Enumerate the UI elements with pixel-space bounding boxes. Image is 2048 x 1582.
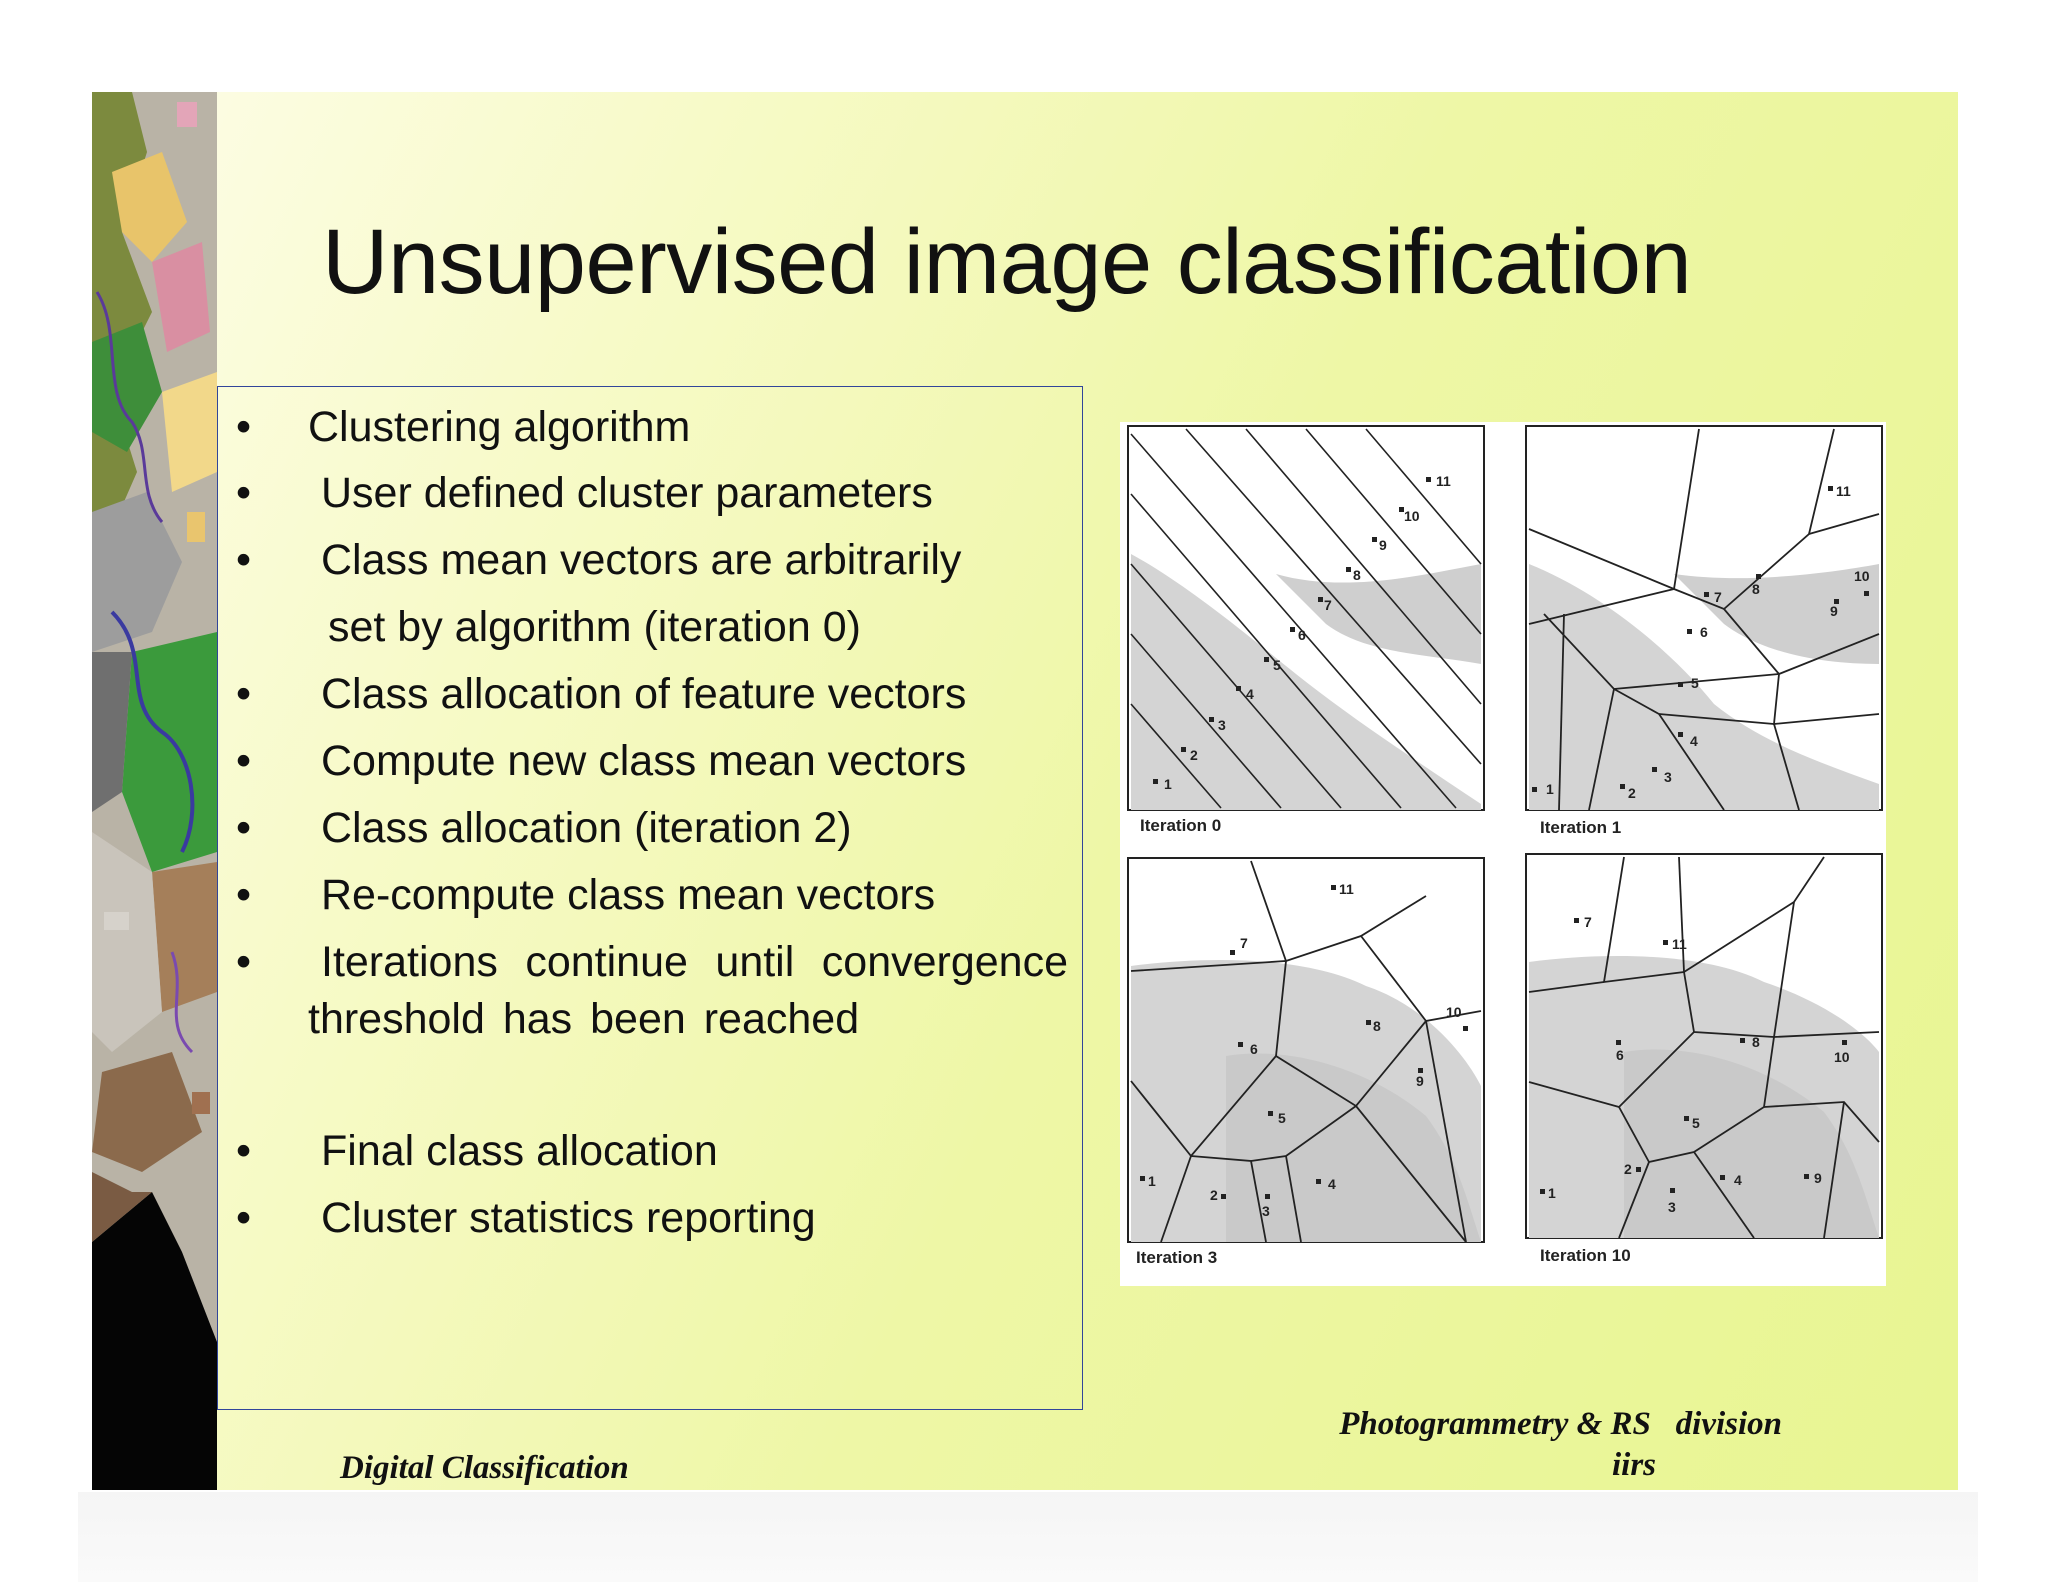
bullet-marker: • <box>236 1127 252 1175</box>
svg-text:9: 9 <box>1416 1073 1424 1089</box>
bullet-text: Class mean vectors are arbitrarily <box>321 536 962 584</box>
svg-text:10: 10 <box>1446 1004 1462 1020</box>
bullet-marker: • <box>236 469 252 517</box>
bullet-marker: • <box>236 737 252 785</box>
slide-title: Unsupervised image classification <box>322 211 1692 313</box>
svg-text:7: 7 <box>1584 914 1592 930</box>
svg-text:5: 5 <box>1278 1110 1286 1126</box>
panel-label: Iteration 3 <box>1136 1248 1218 1267</box>
iteration-figure: 1 2 3 4 5 6 7 8 9 10 11 Iteration 0 <box>1120 422 1886 1286</box>
bullet-text: Compute new class mean vectors <box>321 737 967 785</box>
bullet-text: User defined cluster parameters <box>321 469 933 517</box>
svg-text:5: 5 <box>1692 1115 1700 1131</box>
iteration-panel: 1 2 3 4 5 6 7 8 9 10 11 Iteration 10 <box>1524 852 1884 1265</box>
bullet-continuation: set by algorithm (iteration 0) <box>328 603 861 651</box>
bullet-marker: • <box>236 938 252 986</box>
panel-label: Iteration 10 <box>1540 1246 1631 1265</box>
svg-text:8: 8 <box>1752 1034 1760 1050</box>
svg-text:10: 10 <box>1834 1049 1850 1065</box>
satellite-map-strip <box>92 92 217 1490</box>
bullet-text-justified: Iterations continue until convergence th… <box>308 938 1068 1043</box>
svg-text:9: 9 <box>1830 603 1838 619</box>
footer-left: Digital Classification <box>340 1450 629 1486</box>
svg-text:2: 2 <box>1624 1161 1632 1177</box>
iteration-panel: 1 2 3 4 5 6 7 8 9 10 11 Iteration 0 <box>1126 424 1486 835</box>
panel-label: Iteration 0 <box>1140 816 1222 835</box>
svg-text:1: 1 <box>1546 781 1554 797</box>
svg-text:11: 11 <box>1836 483 1851 499</box>
svg-text:3: 3 <box>1664 769 1672 785</box>
bullet-marker: • <box>236 403 252 451</box>
svg-text:9: 9 <box>1814 1170 1822 1186</box>
svg-text:4: 4 <box>1246 686 1254 702</box>
svg-text:6: 6 <box>1700 624 1708 640</box>
svg-text:2: 2 <box>1210 1187 1218 1203</box>
bullet-text: Class allocation of feature vectors <box>321 670 967 718</box>
svg-text:2: 2 <box>1190 747 1198 763</box>
bullet-marker: • <box>236 804 252 852</box>
svg-text:11: 11 <box>1672 936 1687 952</box>
svg-text:1: 1 <box>1548 1185 1556 1201</box>
iteration-panel: 1 2 3 4 5 6 7 8 9 10 11 Iteration 3 <box>1126 856 1486 1267</box>
bullet-text: Cluster statistics reporting <box>321 1194 816 1242</box>
iteration-0-plot: 1 2 3 4 5 6 7 8 9 10 11 <box>1127 425 1485 811</box>
svg-text:8: 8 <box>1353 567 1361 583</box>
svg-text:6: 6 <box>1298 627 1306 643</box>
footer-right-line2: iirs <box>1612 1447 1657 1483</box>
bullet-box: • Clustering algorithm • User defined cl… <box>217 386 1083 1410</box>
footer-right-line1: Photogrammetry & RS division <box>1339 1406 1782 1442</box>
svg-text:3: 3 <box>1668 1199 1676 1215</box>
slide: Unsupervised image classification • Clus… <box>92 92 1958 1490</box>
svg-text:11: 11 <box>1436 473 1451 489</box>
page-bottom-shade <box>78 1492 1978 1582</box>
svg-text:5: 5 <box>1691 675 1699 691</box>
iteration-3-plot: 1 2 3 4 5 6 7 8 9 10 11 <box>1127 857 1485 1243</box>
bullet-marker: • <box>236 1194 252 1242</box>
svg-text:4: 4 <box>1690 733 1698 749</box>
panel-label: Iteration 1 <box>1540 818 1622 837</box>
svg-text:8: 8 <box>1752 581 1760 597</box>
svg-text:3: 3 <box>1262 1203 1270 1219</box>
svg-text:4: 4 <box>1734 1172 1742 1188</box>
bullet-marker: • <box>236 670 252 718</box>
iteration-10-plot: 1 2 3 4 5 6 7 8 9 10 11 <box>1525 853 1883 1239</box>
svg-text:7: 7 <box>1714 589 1722 605</box>
svg-text:7: 7 <box>1240 935 1248 951</box>
bullet-text: Class allocation (iteration 2) <box>321 804 852 852</box>
svg-text:1: 1 <box>1164 776 1172 792</box>
iteration-panel: 1 2 3 4 5 6 7 8 9 10 11 Iteration 1 <box>1524 424 1884 837</box>
bullet-text: Final class allocation <box>321 1127 718 1175</box>
bullet-marker: • <box>236 871 252 919</box>
svg-text:4: 4 <box>1328 1176 1336 1192</box>
svg-text:8: 8 <box>1373 1018 1381 1034</box>
svg-text:5: 5 <box>1273 657 1281 673</box>
svg-text:2: 2 <box>1628 785 1636 801</box>
bullet-text: Re-compute class mean vectors <box>321 871 936 919</box>
svg-text:6: 6 <box>1616 1047 1624 1063</box>
svg-text:10: 10 <box>1404 508 1420 524</box>
svg-text:9: 9 <box>1379 537 1387 553</box>
svg-text:6: 6 <box>1250 1041 1258 1057</box>
svg-text:11: 11 <box>1339 881 1354 897</box>
svg-text:10: 10 <box>1854 568 1870 584</box>
svg-text:7: 7 <box>1324 597 1332 613</box>
bullet-text: Clustering algorithm <box>308 403 691 451</box>
bullet-marker: • <box>236 536 252 584</box>
iteration-1-plot: 1 2 3 4 5 6 7 8 9 10 11 <box>1525 425 1883 811</box>
svg-text:1: 1 <box>1148 1173 1156 1189</box>
svg-text:3: 3 <box>1218 717 1226 733</box>
